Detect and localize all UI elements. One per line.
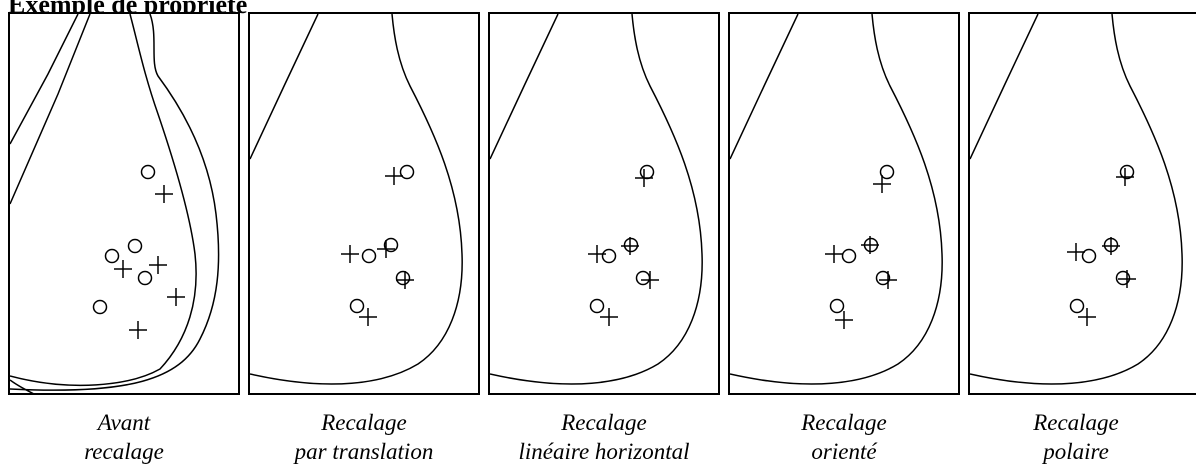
cross-markers [114, 185, 185, 339]
circle-marker [106, 250, 119, 263]
circle-markers [351, 166, 414, 313]
outline-contour [490, 14, 702, 384]
panel-recalage-oriente [728, 12, 960, 395]
outline-contour [730, 14, 798, 159]
caption-line: Recalage [724, 408, 964, 437]
cross-marker [825, 245, 843, 263]
outline-contour [730, 14, 942, 384]
outline-contour [970, 14, 1182, 384]
circle-marker [831, 300, 844, 313]
circle-marker [603, 250, 616, 263]
caption-line: polaire [956, 437, 1196, 466]
circle-marker [641, 166, 654, 179]
cross-markers [1067, 168, 1136, 326]
cross-marker [600, 308, 618, 326]
circle-marker [351, 300, 364, 313]
circle-marker [94, 301, 107, 314]
caption-avant-recalage: Avant recalage [4, 408, 244, 466]
panel-recalage-polaire [968, 12, 1196, 395]
caption-recalage-polaire: Recalage polaire [956, 408, 1196, 466]
circle-marker [625, 239, 638, 252]
circle-marker [142, 166, 155, 179]
caption-line: Avant [4, 408, 244, 437]
outline-contour [490, 14, 558, 159]
circle-marker [1071, 300, 1084, 313]
caption-line: Recalage [484, 408, 724, 437]
outline-contour [10, 380, 34, 393]
outline-contour [10, 14, 219, 390]
circle-markers [591, 166, 654, 313]
cross-marker [1116, 168, 1134, 186]
outline-contour [10, 14, 90, 204]
cross-marker [114, 260, 132, 278]
cross-marker [341, 245, 359, 263]
cross-marker [1102, 237, 1120, 255]
outline-contour [250, 14, 462, 384]
cross-marker [635, 169, 653, 187]
caption-line: par translation [244, 437, 484, 466]
caption-recalage-oriente: Recalage orienté [724, 408, 964, 466]
caption-line: recalage [4, 437, 244, 466]
cross-marker [149, 256, 167, 274]
cross-marker [377, 240, 395, 258]
cross-marker [129, 321, 147, 339]
cross-marker [167, 288, 185, 306]
circle-marker [139, 272, 152, 285]
outline-contour [970, 14, 1038, 159]
circle-marker [129, 240, 142, 253]
cross-marker [641, 271, 659, 289]
outline-contour [250, 14, 318, 159]
cross-marker [835, 311, 853, 329]
panel-avant-recalage [8, 12, 240, 395]
circle-marker [591, 300, 604, 313]
cross-marker [621, 237, 639, 255]
panel-recalage-translation [248, 12, 480, 395]
panel-recalage-lineaire-horizontal [488, 12, 720, 395]
circle-marker [397, 272, 410, 285]
outline-contour [10, 14, 196, 385]
cross-marker [861, 236, 879, 254]
circle-marker [637, 272, 650, 285]
caption-recalage-lineaire-horizontal: Recalage linéaire horizontal [484, 408, 724, 466]
cross-marker [155, 185, 173, 203]
caption-line: Recalage [244, 408, 484, 437]
caption-line: Recalage [956, 408, 1196, 437]
caption-line: orienté [724, 437, 964, 466]
circle-marker [843, 250, 856, 263]
circle-marker [363, 250, 376, 263]
circle-markers [831, 166, 894, 313]
cross-markers [825, 175, 897, 329]
circle-markers [94, 166, 155, 314]
caption-line: linéaire horizontal [484, 437, 724, 466]
cross-marker [879, 271, 897, 289]
caption-recalage-translation: Recalage par translation [244, 408, 484, 466]
cross-markers [588, 169, 659, 326]
circle-markers [1071, 166, 1134, 313]
